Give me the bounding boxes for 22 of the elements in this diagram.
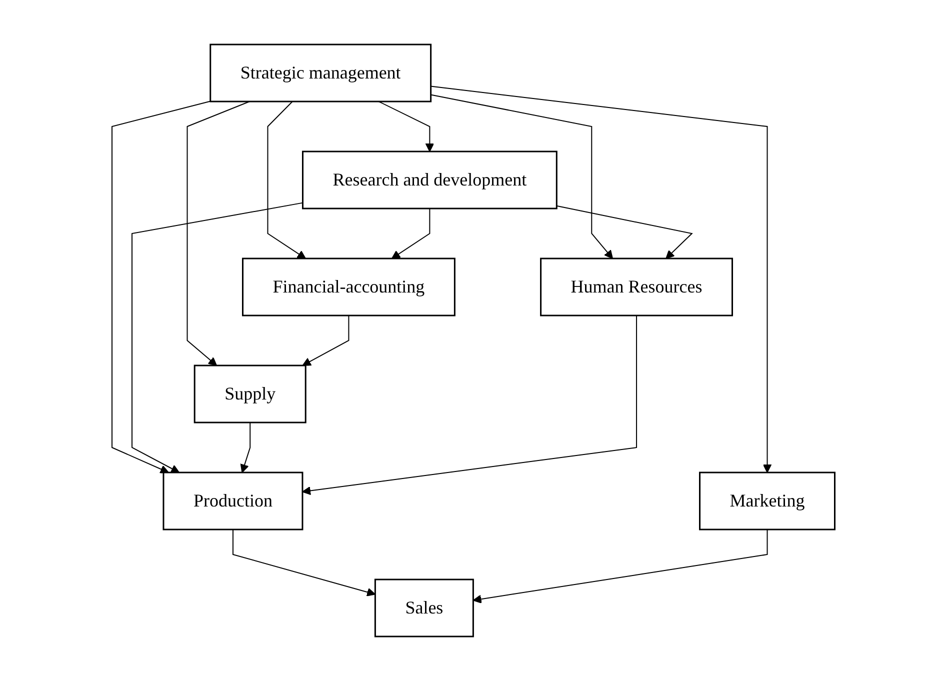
arrow bbox=[378, 101, 434, 152]
node-box: Sales bbox=[374, 578, 474, 638]
arrow bbox=[131, 202, 303, 473]
arrow bbox=[266, 101, 306, 259]
arrow bbox=[430, 94, 613, 259]
arrow bbox=[472, 529, 768, 604]
arrow bbox=[302, 315, 637, 496]
node-box: Human Resources bbox=[540, 258, 733, 316]
arrow bbox=[302, 315, 349, 366]
arrow bbox=[111, 100, 210, 474]
arrow bbox=[232, 529, 376, 596]
arrow bbox=[430, 86, 772, 473]
node-box: Production bbox=[162, 472, 303, 530]
node-box: Supply bbox=[193, 364, 306, 424]
arrow bbox=[391, 208, 430, 259]
node-box: Financial-accounting bbox=[242, 258, 456, 316]
node-box: Marketing bbox=[698, 472, 836, 530]
arrow bbox=[556, 205, 693, 259]
node-box: Strategic management bbox=[209, 44, 432, 102]
node-box: Research and development bbox=[302, 150, 558, 210]
arrow bbox=[186, 101, 250, 366]
arrow bbox=[240, 422, 250, 473]
